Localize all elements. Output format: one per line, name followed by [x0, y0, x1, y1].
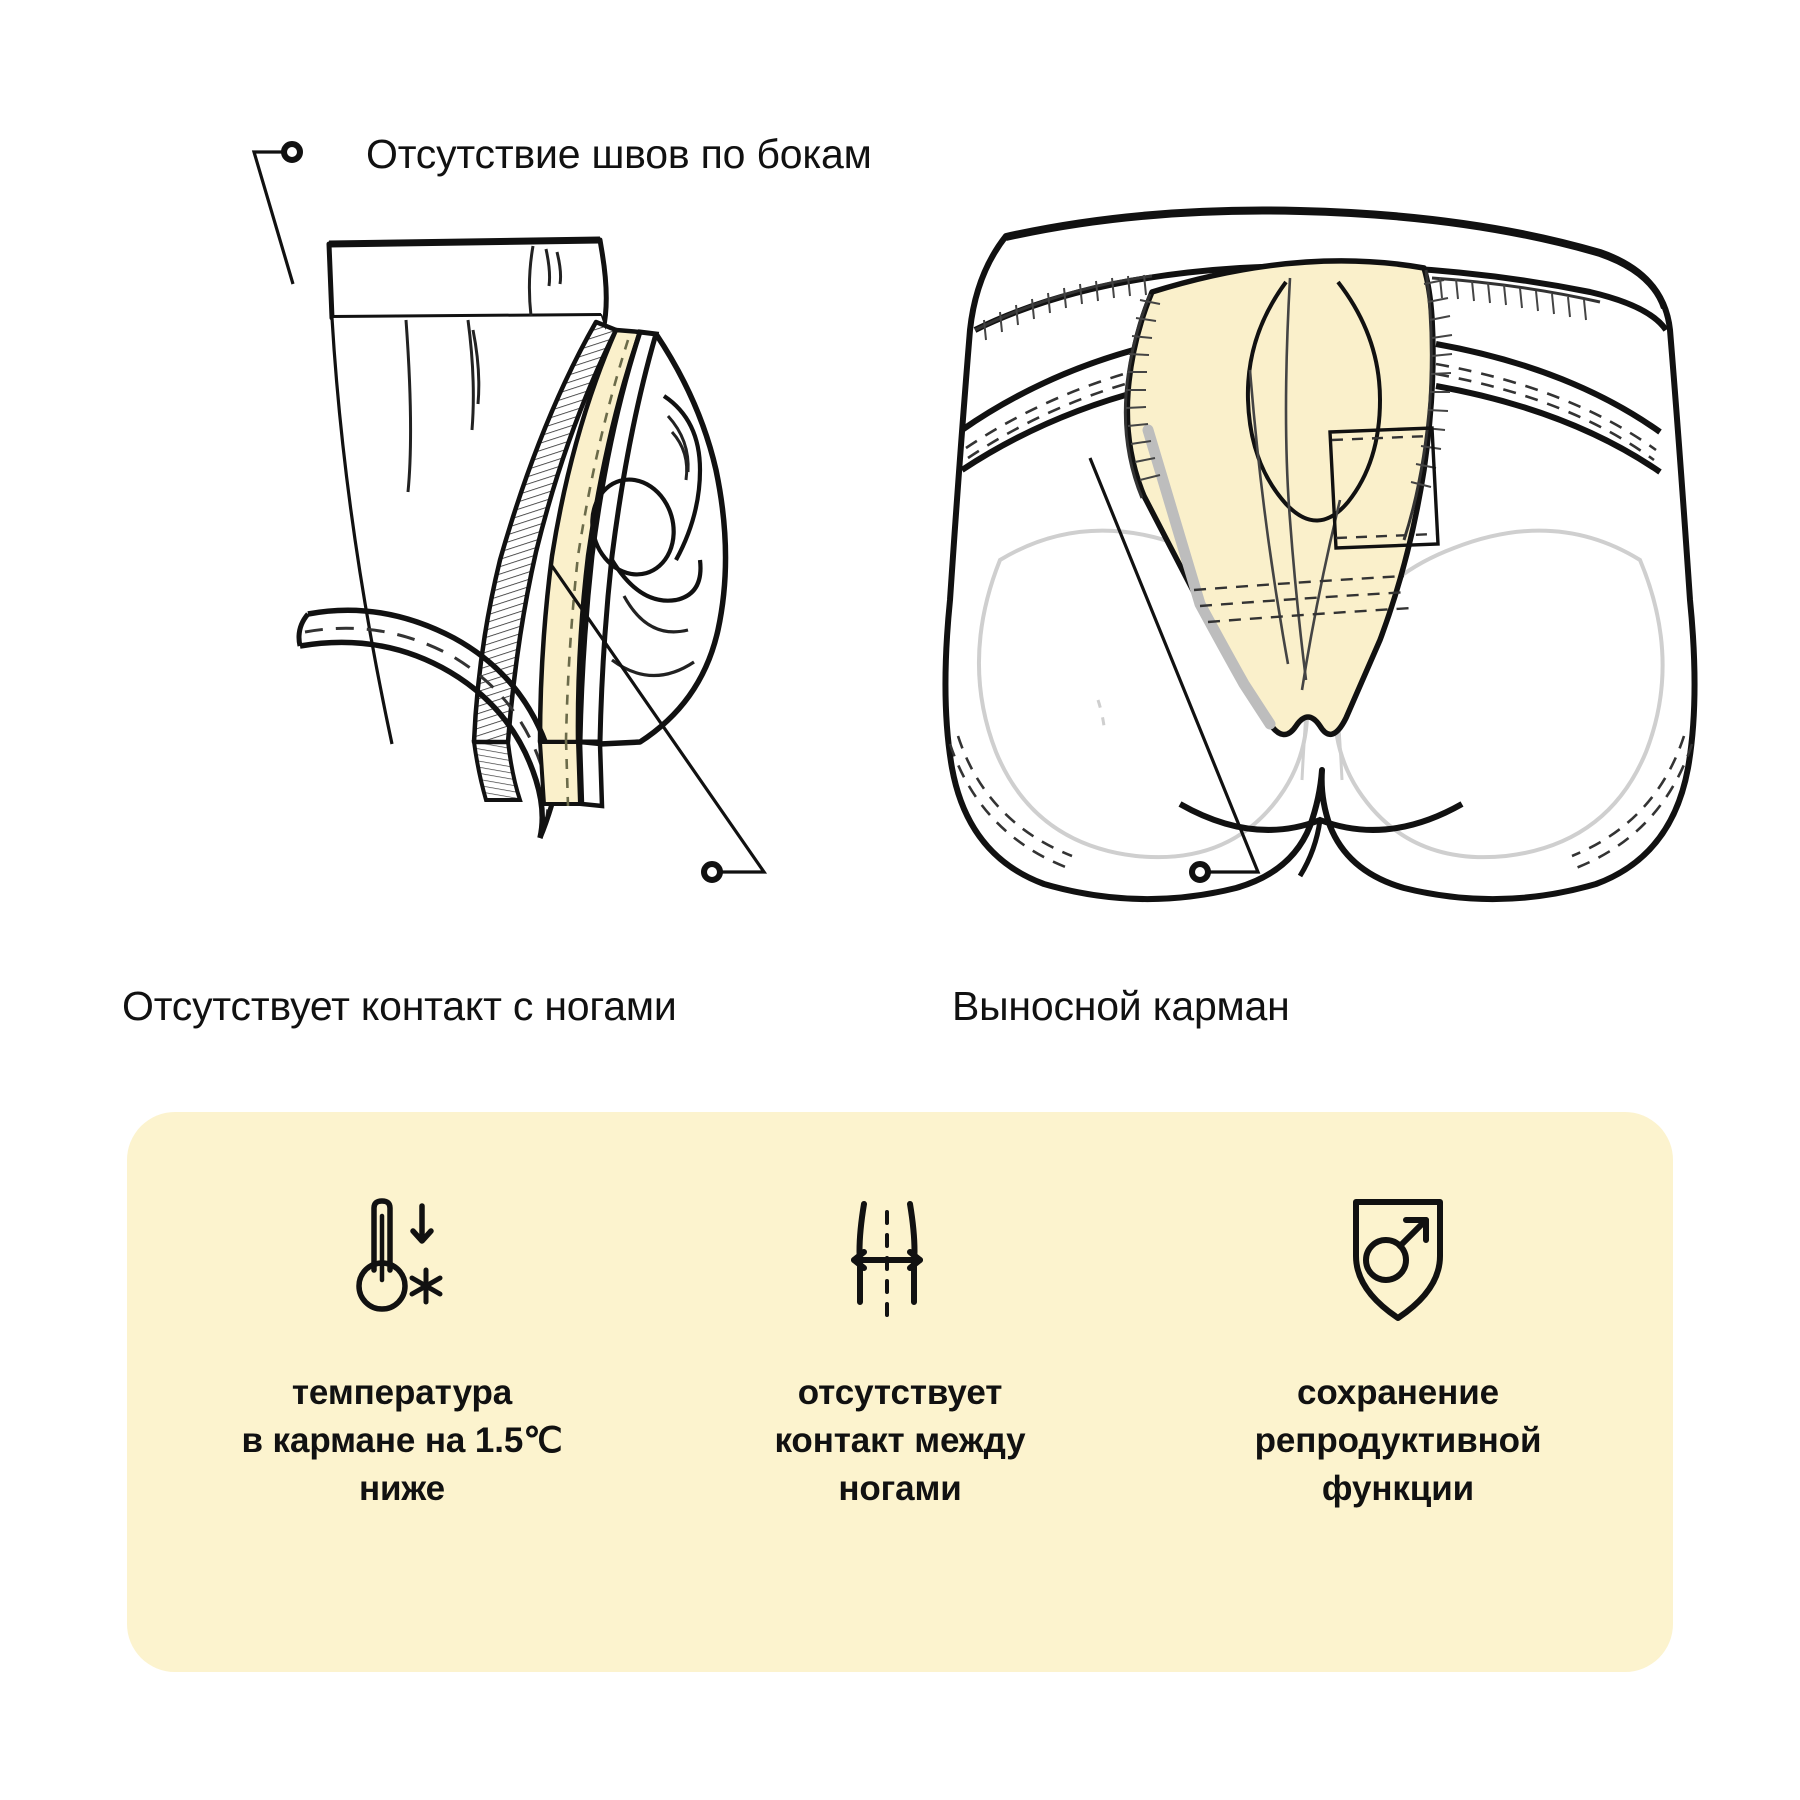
- shield-male-symbol-icon: [1338, 1195, 1458, 1335]
- benefit-reproductive-function: сохранение репродуктивной функции: [1183, 1195, 1613, 1513]
- benefit-line: ногами: [838, 1469, 962, 1508]
- underwear-front-view-illustration: [942, 206, 1698, 903]
- benefit-no-leg-contact: отсутствует контакт между ногами: [685, 1195, 1115, 1513]
- benefit-line: сохранение: [1296, 1373, 1499, 1412]
- callout-label-no-leg-contact: Отсутствует контакт с ногами: [122, 983, 677, 1029]
- benefit-line: контакт между: [774, 1421, 1026, 1460]
- benefit-temperature: температура в кармане на 1.5℃ ниже: [187, 1195, 617, 1513]
- callout-dot-top-seams: [281, 141, 303, 163]
- callout-label-external-pocket: Выносной карман: [952, 983, 1290, 1029]
- callout-leader-lines: [251, 150, 1261, 874]
- benefits-panel: температура в кармане на 1.5℃ ниже: [127, 1112, 1673, 1672]
- callout-dot-pocket: [1189, 861, 1211, 883]
- benefit-line: в кармане на 1.5℃: [241, 1421, 563, 1460]
- benefit-line: репродуктивной: [1254, 1421, 1542, 1460]
- benefit-line: отсутствует: [797, 1373, 1003, 1412]
- benefit-line: функции: [1321, 1469, 1475, 1508]
- thermometer-cold-icon: [336, 1195, 468, 1335]
- callout-dot-leg-contact: [701, 861, 723, 883]
- benefit-reproductive-function-text: сохранение репродуктивной функции: [1255, 1369, 1542, 1513]
- callout-label-no-side-seams: Отсутствие швов по бокам: [366, 131, 872, 177]
- legs-no-contact-icon: [840, 1195, 960, 1335]
- underwear-side-view-illustration: [296, 236, 729, 839]
- benefit-line: температура: [291, 1373, 513, 1412]
- callout-dots: [281, 141, 1211, 883]
- benefit-no-leg-contact-text: отсутствует контакт между ногами: [774, 1369, 1025, 1513]
- benefit-line: ниже: [358, 1469, 446, 1508]
- benefit-temperature-text: температура в кармане на 1.5℃ ниже: [242, 1369, 563, 1513]
